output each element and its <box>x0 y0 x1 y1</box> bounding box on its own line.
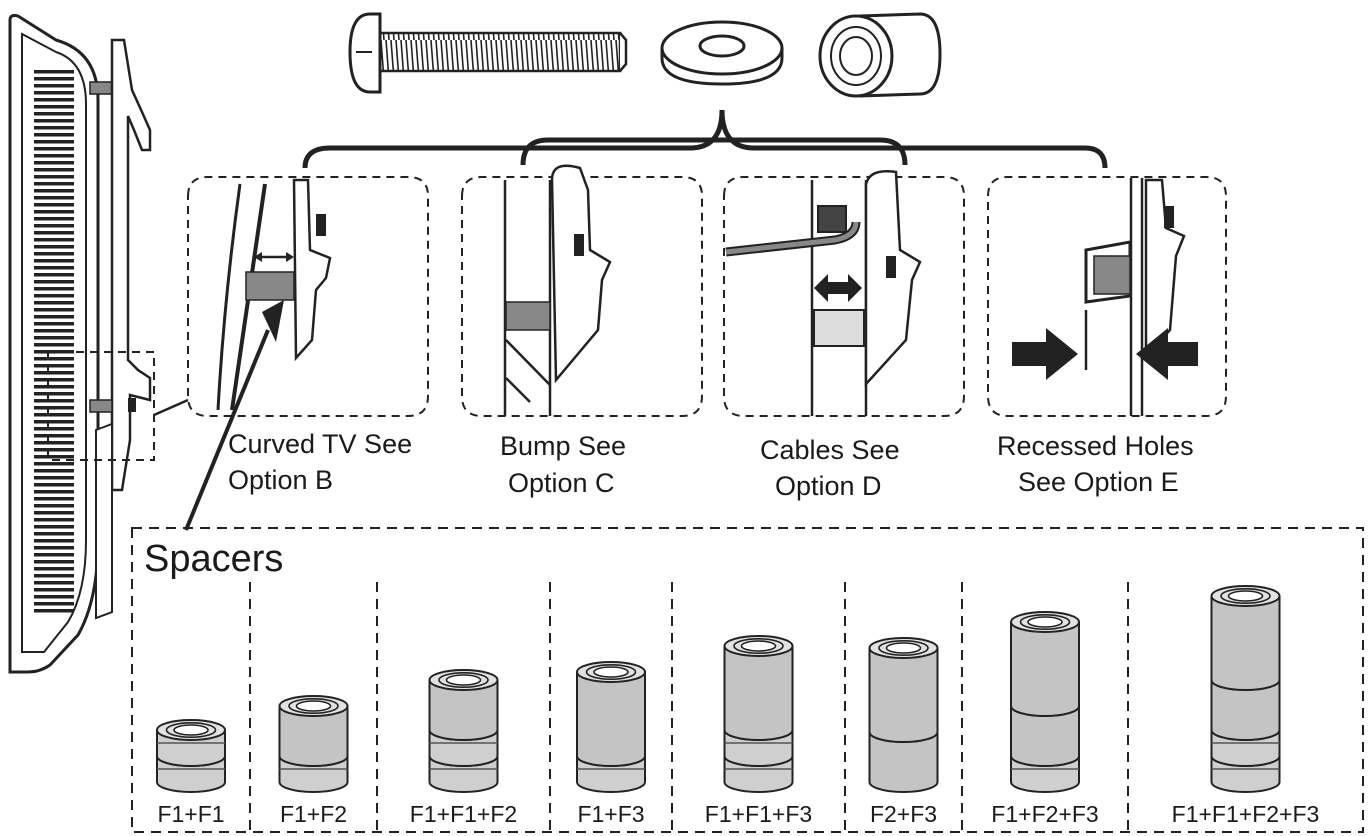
spacer-stack <box>157 720 225 792</box>
spacer-piece-f2 <box>430 670 498 740</box>
spacer-piece-f3 <box>1212 586 1280 690</box>
spacer-combo-label: F1+F1+F3 <box>705 801 812 827</box>
option-d-caption-line1: Cables See <box>760 435 900 465</box>
option-b-caption-line2: Option B <box>228 465 333 495</box>
spacer-part-icon <box>820 14 940 96</box>
spacer-piece-f3 <box>725 636 793 740</box>
option-e-caption-line2: See Option E <box>1018 467 1179 497</box>
parts-brace <box>305 110 1105 168</box>
spacer-combo-label: F1+F1 <box>157 801 224 827</box>
spacer-piece-f1 <box>157 720 225 766</box>
spacer-piece-f3 <box>577 662 645 766</box>
spacer-stack <box>577 662 645 792</box>
spacer-piece-f3 <box>1011 612 1079 716</box>
option-c-caption-line2: Option C <box>508 468 615 498</box>
spacer-combo-label: F1+F1+F2 <box>410 801 517 827</box>
option-c-caption-line1: Bump See <box>500 431 626 461</box>
spacer-stack <box>1212 586 1280 792</box>
spacer-stacks <box>157 586 1280 792</box>
spacer-stack <box>430 670 498 792</box>
spacer-piece-f2 <box>280 696 348 766</box>
spacer-piece-f3 <box>870 638 938 742</box>
spacers-title: Spacers <box>144 538 283 580</box>
spacer-dividers <box>250 582 1128 832</box>
option-b-caption-line1: Curved TV See <box>228 429 412 459</box>
spacer-combo-label: F1+F1+F2+F3 <box>1172 801 1320 827</box>
spacer-stack <box>870 638 938 792</box>
option-b-panel: Curved TV See Option B <box>186 177 428 530</box>
wall-bracket <box>112 40 150 490</box>
screw-icon <box>350 14 626 92</box>
option-d-caption-line2: Option D <box>775 471 882 501</box>
option-d-panel: Cables See Option D <box>724 171 964 501</box>
option-e-panel: Recessed Holes See Option E <box>988 177 1226 497</box>
option-e-caption-line1: Recessed Holes <box>997 431 1194 461</box>
spacer-combo-label: F2+F3 <box>870 801 937 827</box>
spacer-stack <box>725 636 793 792</box>
spacer-combo-label: F1+F2 <box>280 801 347 827</box>
spacer-combo-label: F1+F2+F3 <box>991 801 1098 827</box>
washer-icon <box>662 22 782 84</box>
spacer-combo-label: F1+F3 <box>577 801 644 827</box>
spacer-labels: F1+F1 F1+F2 F1+F1+F2 F1+F3 F1+F1+F3 F2+F3 F1+F… <box>157 801 1319 827</box>
tv-vent-grille <box>34 70 74 615</box>
spacer-stack <box>280 696 348 792</box>
option-c-panel: Bump See Option C <box>462 166 702 498</box>
spacer-stack <box>1011 612 1079 792</box>
